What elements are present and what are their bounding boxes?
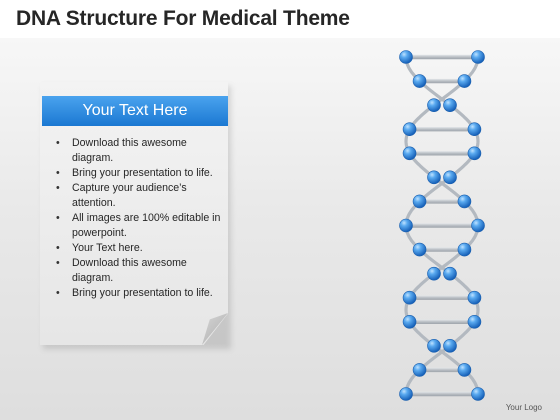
- dna-node: [443, 98, 457, 112]
- bullet-item: Download this awesome diagram.: [56, 136, 226, 166]
- text-card: Your Text Here Download this awesome dia…: [40, 82, 231, 349]
- dna-rung: [409, 127, 475, 132]
- bullet-list: Download this awesome diagram. Bring you…: [56, 136, 226, 301]
- dna-node: [427, 266, 441, 281]
- bullet-item: Bring your presentation to life.: [56, 166, 226, 181]
- dna-rung: [409, 295, 475, 300]
- dna-node: [467, 314, 482, 329]
- dna-node: [427, 339, 441, 353]
- dna-node: [471, 50, 485, 64]
- dna-node: [443, 339, 457, 353]
- dna-node: [457, 363, 472, 377]
- dna-node: [471, 387, 485, 401]
- dna-rung: [419, 78, 465, 84]
- dna-node: [457, 242, 472, 257]
- bullet-item: Capture your audience’s attention.: [56, 181, 226, 211]
- dna-node: [402, 146, 417, 161]
- dna-node: [443, 170, 457, 185]
- dna-rung: [419, 199, 465, 204]
- dna-rung: [406, 391, 478, 397]
- dna-node: [399, 218, 413, 233]
- dna-node: [467, 146, 482, 161]
- dna-rung: [409, 319, 475, 324]
- dna-node: [467, 122, 482, 137]
- dna-rung: [406, 223, 478, 228]
- page-title: DNA Structure For Medical Theme: [16, 7, 350, 30]
- bullet-item: Bring your presentation to life.: [56, 286, 226, 301]
- bullet-item: Download this awesome diagram.: [56, 256, 226, 286]
- dna-node: [402, 122, 417, 137]
- dna-node: [402, 314, 417, 329]
- card-header: Your Text Here: [42, 96, 228, 126]
- dna-node: [427, 170, 441, 185]
- dna-node: [412, 194, 427, 209]
- dna-node: [457, 74, 472, 88]
- logo-text: Your Logo: [505, 403, 542, 412]
- dna-node: [402, 290, 417, 305]
- dna-node: [471, 218, 485, 233]
- dna-node: [467, 290, 482, 305]
- dna-rung: [409, 151, 475, 156]
- bullet-item: All images are 100% editable in powerpoi…: [56, 211, 226, 241]
- dna-node: [427, 98, 441, 112]
- dna-rung: [419, 367, 465, 373]
- dna-node: [412, 363, 427, 377]
- dna-node: [457, 194, 472, 209]
- dna-node: [412, 242, 427, 257]
- dna-rung: [419, 247, 465, 252]
- dna-node: [412, 74, 427, 88]
- dna-node: [443, 266, 457, 281]
- bullet-item: Your Text here.: [56, 241, 226, 256]
- dna-node: [399, 387, 413, 401]
- dna-rung: [406, 54, 478, 60]
- dna-node: [399, 50, 413, 64]
